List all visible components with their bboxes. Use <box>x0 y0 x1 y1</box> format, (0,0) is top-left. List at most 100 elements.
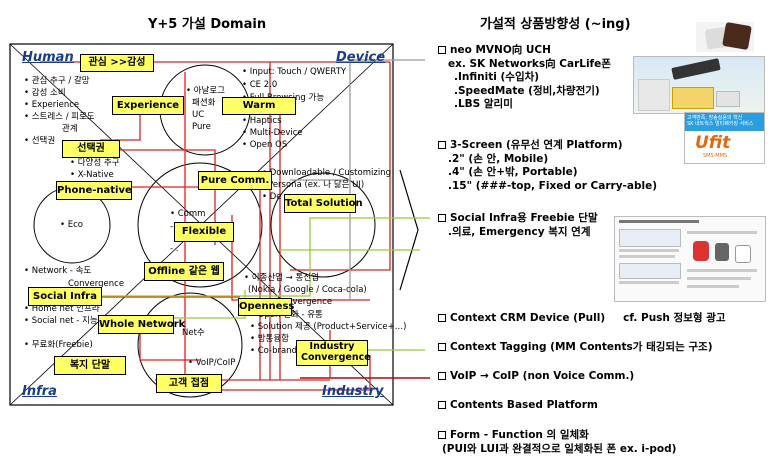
box-openness: Openness <box>238 298 294 316</box>
box-customer-contact: 고객 접점 <box>156 374 222 393</box>
red-line <box>231 215 370 301</box>
infra-bullet: • Network - 속도 <box>24 266 92 276</box>
infra-bullet: • Home net 인프라 <box>24 304 100 314</box>
box-interest: 관심 >>감성 <box>80 54 154 72</box>
phone-icon <box>671 58 721 80</box>
device-icon <box>735 245 751 263</box>
human-bullet: • Experience <box>24 100 80 110</box>
experience-bullet: Pure <box>192 122 211 132</box>
gray-line <box>349 59 425 300</box>
document-thumbnail <box>614 216 766 302</box>
human-bullet: • 스트레스 / 피로도 <box>24 112 95 122</box>
box-total-solution: Total Solution <box>284 194 363 213</box>
right-item-context-tagging: Context Tagging (MM Contents가 태깅되는 구조) <box>438 341 713 355</box>
experience-bullet: UC <box>192 110 205 120</box>
car-icon <box>716 91 740 107</box>
industry-bullet: (Nokia / Google / Coca-cola) <box>248 285 367 295</box>
ufit-brand: Ufit <box>695 133 731 153</box>
checkbox-icon <box>438 343 446 351</box>
human-bullet: 관계 <box>62 124 78 134</box>
station-icon <box>672 87 714 109</box>
industry-bullet: • Co-branding <box>250 346 311 356</box>
free-label: • 무료화(Freebie) <box>24 340 93 350</box>
corner-infra: Infra <box>22 384 57 399</box>
right-item-social-infra: Social Infra용 Freebie 단말 .의료, Emergency … <box>438 212 598 239</box>
right-item-voip: VoIP → CoIP (non Voice Comm.) <box>438 370 634 384</box>
human-bullet: • 감성 소비 <box>24 88 66 98</box>
checkbox-icon <box>438 401 446 409</box>
downloadable-bullet: • Downloadable / Customizing <box>262 168 391 178</box>
phone-back-icon <box>722 21 752 51</box>
network-circle <box>137 292 243 398</box>
box-warm: Warm <box>222 97 296 115</box>
left-title: Y+5 가설 Domain <box>148 17 267 32</box>
diagram-frame <box>9 43 394 406</box>
eco-label: • Eco <box>60 220 83 230</box>
box-welfare-device: 복지 단말 <box>54 356 126 375</box>
green-line <box>95 217 430 297</box>
right-circle <box>270 172 376 278</box>
checkbox-icon <box>438 214 446 222</box>
corner-device: Device <box>336 50 386 65</box>
downloadable-bullet: Persona (ex. 나 닮은 UI) <box>268 180 365 190</box>
human-bullet: • 선택권 <box>24 136 56 146</box>
box-phone-native: Phone-native <box>56 181 132 200</box>
right-item-context-crm: Context CRM Device (Pull)cf. Push 정보형 광고 <box>438 312 726 326</box>
experience-bullet: 패션화 <box>192 98 216 108</box>
red-line <box>139 330 200 361</box>
box-choice: 선택권 <box>62 140 120 158</box>
doc-block <box>619 229 681 247</box>
phone-device-image <box>696 21 754 52</box>
checkbox-icon <box>438 141 446 149</box>
experience-bullet: • 아날로그 <box>186 86 225 96</box>
box-industry-convergence: Industry Convergence <box>296 340 371 366</box>
human-bullet: • 관심 추구 / 갈망 <box>24 76 90 86</box>
infra-bullet: • Social net - 지능 <box>24 316 98 326</box>
right-item-3screen: 3-Screen (유무선 연계 Platform) .2" (손 안, Mob… <box>438 139 657 193</box>
net-label: • VoIP/CoIP <box>188 358 236 368</box>
box-whole-network: Whole Network <box>98 315 185 334</box>
industry-bullet: • Solution 제공 (Product+Service+…) <box>250 322 407 332</box>
red-line <box>200 355 371 391</box>
arrow-chevron <box>399 169 419 291</box>
net-label: Net수 <box>182 328 205 338</box>
checkbox-icon <box>438 372 446 380</box>
box-pure-comm: Pure Comm. <box>198 171 272 190</box>
device-bullet: • Open OS <box>242 140 288 150</box>
choice-bullet: • 다양성 추구 <box>70 158 120 168</box>
downloadable-bullet: • De <box>262 192 282 202</box>
infra-bullet: Convergence <box>68 279 125 289</box>
box-social-infra: Social Infra <box>28 287 102 306</box>
right-title: 가설적 상품방향성 (~ing) <box>480 17 631 32</box>
corner-human: Human <box>22 50 74 65</box>
red-line <box>120 149 216 245</box>
device-bullet: • Multi-Device <box>242 128 303 138</box>
checkbox-icon <box>438 46 446 54</box>
center-circle <box>137 162 263 288</box>
box-experience: Experience <box>112 96 184 115</box>
checkbox-icon <box>438 431 446 439</box>
doc-block <box>619 263 681 279</box>
right-item-mvno: neo MVNO向 UCH ex. SK Networks向 CarLife폰 … <box>438 44 611 112</box>
right-item-contents-platform: Contents Based Platform <box>438 399 598 413</box>
industry-bullet: • 이종산업 → 통신업 <box>244 273 319 283</box>
choice-bullet: • X-Native <box>70 170 114 180</box>
building-icon <box>638 79 670 111</box>
center-bullet: • Comm <box>170 209 206 219</box>
corner-industry: Industry <box>322 384 384 399</box>
ufit-logo-image: 고객만족, 방송실용의 혁신 SK 네트웍스 멀티패키징 서비스 Ufit SM… <box>684 112 765 164</box>
industry-bullet: Convergence <box>276 297 333 307</box>
right-item-form-function: Form - Function 의 일체화 (PUI와 LUI과 완결적으로 일… <box>438 429 676 456</box>
carlife-phone-image <box>633 56 765 114</box>
box-flexible: Flexible <box>174 222 234 242</box>
ufit-sub: SMS·MMS <box>703 153 728 159</box>
center-bullet: - . <box>170 244 179 254</box>
box-offline-web: Offline 같은 웹 <box>144 262 224 281</box>
industry-bullet: • 방통융합 <box>250 334 289 344</box>
device-icon <box>715 243 729 261</box>
red-line <box>290 62 391 271</box>
green-line <box>130 290 246 319</box>
ufit-banner: 고객만족, 방송실용의 혁신 SK 네트웍스 멀티패키징 서비스 <box>685 113 764 131</box>
device-icon <box>693 241 709 261</box>
device-bullet: • Input: Touch / QWERTY <box>242 67 347 77</box>
